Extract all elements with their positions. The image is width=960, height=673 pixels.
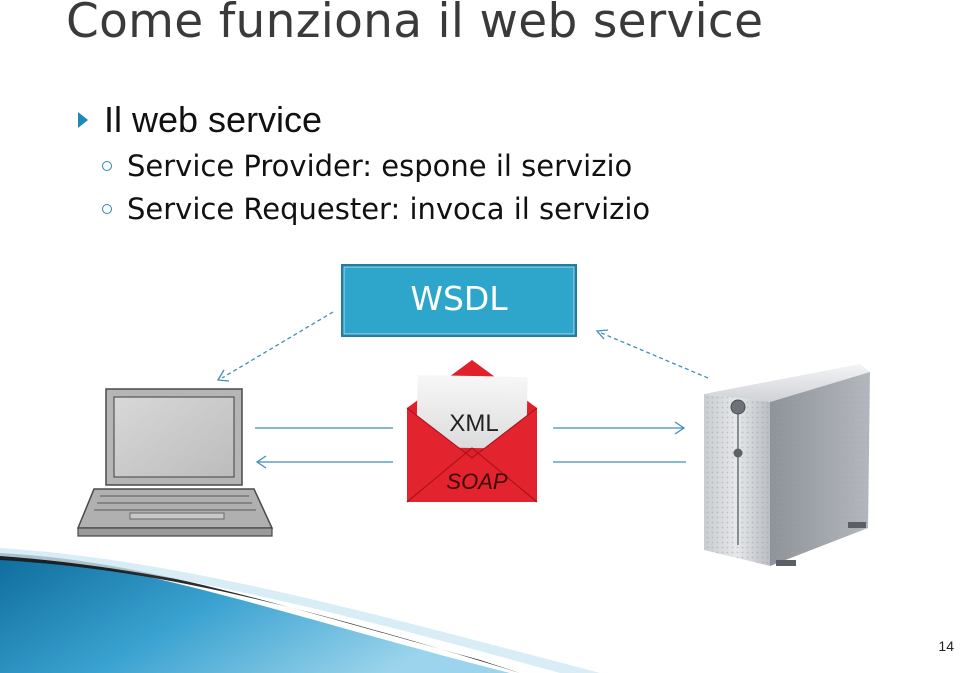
decorative-swoosh <box>0 548 600 673</box>
dashed-arrow-to-client <box>221 311 334 379</box>
bullet-sub-text: Service Requester: invoca il servizio <box>127 192 651 226</box>
arrowhead-client <box>216 369 230 382</box>
wsdl-label: WSDL <box>410 279 508 318</box>
xml-label: XML <box>449 410 498 437</box>
wsdl-box: WSDL <box>341 264 577 337</box>
page-number: 14 <box>938 638 954 654</box>
server-icon <box>704 364 870 566</box>
arrowhead-left <box>255 455 267 469</box>
slide-title: Come funziona il web service <box>66 0 764 49</box>
bullet-main-text: Il web service <box>104 99 323 140</box>
bullet-service-requester: Service Requester: invoca il servizio <box>102 187 650 231</box>
laptop-icon <box>76 388 274 537</box>
bullet-sub-text: Service Provider: espone il servizio <box>127 149 633 183</box>
arrowhead-server <box>595 329 609 340</box>
arrowhead-right <box>674 421 686 435</box>
discovery-arrows <box>216 311 709 382</box>
bullet-web-service: Il web service <box>78 96 322 144</box>
bullet-service-provider: Service Provider: espone il servizio <box>102 144 632 188</box>
dashed-arrow-from-server <box>598 331 709 379</box>
bullet-ring-icon <box>102 204 112 214</box>
bullet-ring-icon <box>102 161 112 171</box>
soap-label: SOAP <box>446 469 507 494</box>
envelope-icon: XML SOAP <box>406 360 538 503</box>
bullet-arrow-icon <box>78 112 88 128</box>
message-arrows <box>255 421 686 469</box>
